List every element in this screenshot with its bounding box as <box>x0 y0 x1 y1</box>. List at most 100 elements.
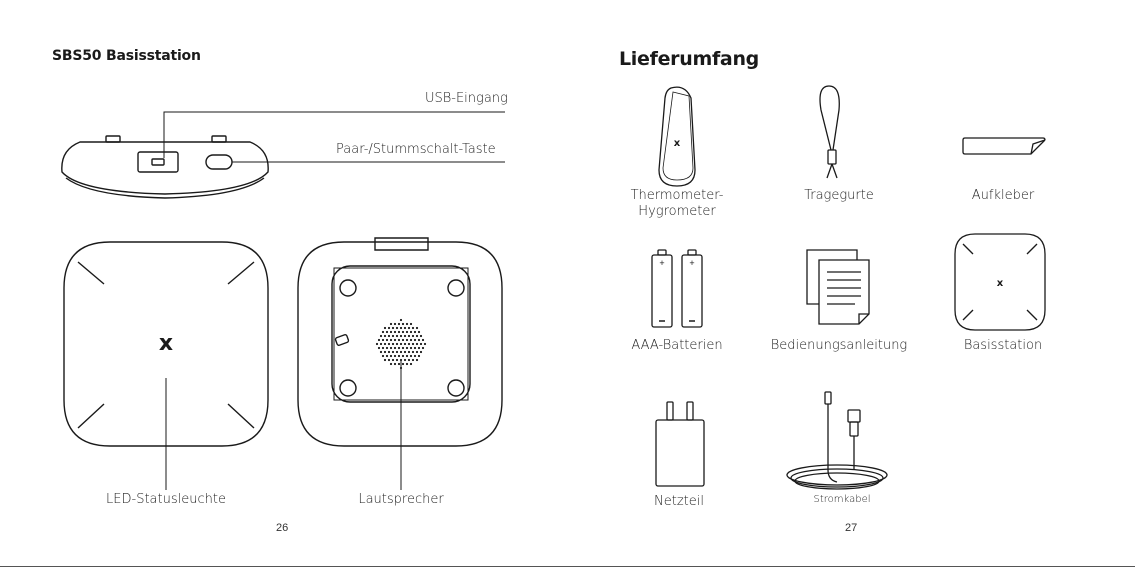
speaker-hole <box>404 335 406 337</box>
speaker-hole <box>390 331 392 333</box>
speaker-hole <box>388 343 390 345</box>
device-logo: x <box>159 331 173 356</box>
speaker-hole <box>410 331 412 333</box>
speaker-hole <box>418 355 420 357</box>
batteries-icon: + + <box>652 250 702 327</box>
speaker-hole <box>390 355 392 357</box>
speaker-hole <box>412 351 414 353</box>
speaker-hole <box>386 355 388 357</box>
speaker-hole <box>378 339 380 341</box>
speaker-hole <box>384 327 386 329</box>
item-label-base-station: Basisstation <box>964 338 1042 353</box>
speaker-hole <box>388 351 390 353</box>
speaker-hole <box>398 355 400 357</box>
base-station-icon: x <box>955 234 1045 330</box>
speaker-hole <box>392 335 394 337</box>
base-station-diagram: x <box>0 0 567 568</box>
speaker-hole <box>418 331 420 333</box>
right-page: Lieferumfang x + <box>567 0 1135 568</box>
item-label-cable: Stromkabel <box>813 494 870 505</box>
page-number: 26 <box>276 522 288 534</box>
speaker-hole <box>406 331 408 333</box>
speaker-hole <box>398 347 400 349</box>
speaker-hole <box>406 339 408 341</box>
speaker-hole <box>400 319 402 321</box>
speaker-hole <box>408 327 410 329</box>
speaker-hole <box>384 351 386 353</box>
callout-speaker: Lautsprecher <box>358 492 443 507</box>
speaker-hole <box>378 347 380 349</box>
speaker-hole <box>404 359 406 361</box>
base-station-side-view <box>62 136 268 198</box>
item-label-batteries: AAA-Batterien <box>631 338 722 353</box>
speaker-hole <box>402 331 404 333</box>
speaker-hole <box>414 339 416 341</box>
speaker-hole <box>398 339 400 341</box>
speaker-hole <box>400 335 402 337</box>
speaker-hole <box>410 323 412 325</box>
speaker-hole <box>418 347 420 349</box>
speaker-hole <box>404 343 406 345</box>
speaker-hole <box>392 359 394 361</box>
thermometer-hygrometer-icon: x <box>659 87 695 186</box>
power-adapter-icon <box>656 402 704 486</box>
speaker-hole <box>394 363 396 365</box>
speaker-hole <box>382 347 384 349</box>
speaker-hole <box>376 343 378 345</box>
item-label-lanyard: Tragegurte <box>804 188 874 203</box>
usb-port <box>138 152 178 172</box>
speaker-hole <box>400 351 402 353</box>
speaker-hole <box>406 323 408 325</box>
speaker-hole <box>400 367 402 369</box>
speaker-hole <box>386 331 388 333</box>
speaker-hole <box>410 347 412 349</box>
speaker-hole <box>394 331 396 333</box>
svg-text:x: x <box>997 278 1004 289</box>
speaker-hole <box>402 347 404 349</box>
speaker-hole <box>402 363 404 365</box>
speaker-hole <box>404 327 406 329</box>
speaker-hole <box>382 355 384 357</box>
speaker-hole <box>382 331 384 333</box>
speaker-hole <box>406 363 408 365</box>
lanyard-icon <box>820 86 839 178</box>
speaker-hole <box>402 355 404 357</box>
speaker-hole <box>412 343 414 345</box>
speaker-hole <box>408 343 410 345</box>
speaker-hole <box>420 335 422 337</box>
pair-mute-button <box>206 155 232 169</box>
svg-text:x: x <box>674 138 681 149</box>
svg-text:+: + <box>659 258 664 268</box>
speaker-hole <box>414 331 416 333</box>
speaker-hole <box>404 351 406 353</box>
item-label-manual: Bedienungsanleitung <box>771 338 907 353</box>
item-label-thermometer: Thermometer- Hygrometer <box>631 188 724 220</box>
speaker-hole <box>380 351 382 353</box>
item-label-sticker: Aufkleber <box>972 188 1034 203</box>
speaker-hole <box>392 327 394 329</box>
speaker-hole <box>400 359 402 361</box>
speaker-hole <box>408 335 410 337</box>
speaker-hole <box>418 339 420 341</box>
speaker-hole <box>398 363 400 365</box>
speaker-hole <box>400 327 402 329</box>
speaker-hole <box>410 363 412 365</box>
speaker-hole <box>386 339 388 341</box>
left-page: SBS50 Basisstation x <box>0 0 567 568</box>
speaker-hole <box>400 343 402 345</box>
speaker-hole <box>402 323 404 325</box>
speaker-hole <box>416 359 418 361</box>
speaker-hole <box>396 335 398 337</box>
cable-icon <box>787 392 887 489</box>
speaker-hole <box>402 339 404 341</box>
speaker-hole <box>392 343 394 345</box>
sticker-icon <box>963 138 1047 154</box>
speaker-hole <box>398 323 400 325</box>
speaker-hole <box>398 331 400 333</box>
speaker-hole <box>416 351 418 353</box>
speaker-hole <box>394 323 396 325</box>
speaker-hole <box>420 343 422 345</box>
speaker-hole <box>396 343 398 345</box>
svg-text:+: + <box>689 258 694 268</box>
speaker-hole <box>380 335 382 337</box>
